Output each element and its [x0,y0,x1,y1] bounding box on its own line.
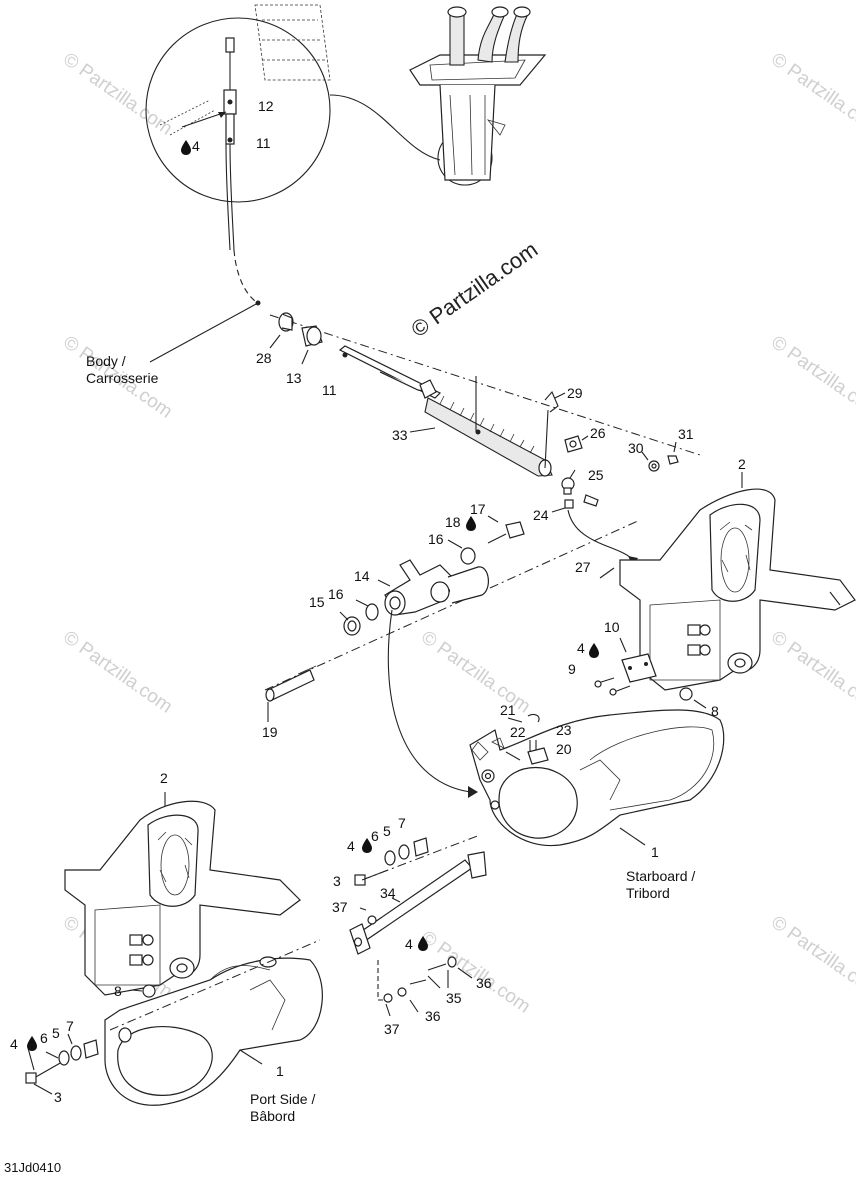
nozzle-starboard [469,709,725,847]
callout-2: 2 [160,770,168,786]
callout-34: 34 [380,885,396,901]
plate-10 [621,653,657,683]
callout-5: 5 [52,1025,60,1041]
callout-20: 20 [556,741,572,757]
callout-37: 37 [384,1021,400,1037]
callout-7: 7 [398,815,406,831]
callout-26: 26 [590,425,606,441]
lubricant-drop-icon [589,643,599,658]
nut-13 [301,325,323,347]
callout-1: 1 [276,1063,284,1079]
bolt-17 [487,521,525,544]
throttle-lever-assembly [409,6,547,181]
callout-3: 3 [333,873,341,889]
watermark-text: © Partzilla.com [767,912,856,1003]
diagram-code: 31Jd0410 [4,1160,61,1175]
callout-25: 25 [588,467,604,483]
callout-7: 7 [66,1018,74,1034]
watermark-text: © Partzilla.com [417,927,534,1018]
screws-9 [594,677,631,696]
lubricant-drop-icon [418,936,428,951]
callout-31: 31 [678,426,694,442]
callout-16: 16 [428,531,444,547]
callout-22: 22 [510,724,526,740]
watermark-text: © Partzilla.com [767,49,856,140]
callout-6: 6 [371,828,379,844]
callout-4: 4 [192,138,200,154]
cable-detail-inset [145,4,331,251]
callout-10: 10 [604,619,620,635]
pin-24 [564,499,574,509]
bolt-stack-lower [25,1039,99,1084]
body-label-line2: Carrosserie [86,370,159,386]
pivot-pin-19 [265,665,317,702]
callout-1: 1 [651,844,659,860]
callout-4: 4 [347,838,355,854]
watermark-text: © Partzilla.com [767,627,856,718]
callout-23: 23 [556,722,572,738]
callout-4: 4 [10,1036,18,1052]
callout-19: 19 [262,724,278,740]
callout-8: 8 [711,703,719,719]
callout-8: 8 [114,983,122,999]
bushing-16 [460,547,476,565]
callout-27: 27 [575,559,591,575]
starboard-label-line2: Tribord [626,885,670,901]
block-20 [527,747,549,765]
watermark-text: © Partzilla.com [417,627,534,718]
callout-16: 16 [328,586,344,602]
axle-34 [349,851,487,955]
callout-3: 3 [54,1089,62,1105]
ball-joint-25 [561,477,575,495]
callout-18: 18 [445,514,461,530]
callout-36: 36 [425,1008,441,1024]
shift-cable [338,345,553,477]
callout-14: 14 [354,568,370,584]
callout-11: 11 [256,135,271,151]
body-label-line1: Body / [86,353,126,369]
callout-12: 12 [258,98,274,114]
callout-5: 5 [383,823,391,839]
callout-28: 28 [256,350,272,366]
callout-30: 30 [628,440,644,456]
callout-6: 6 [40,1030,48,1046]
callout-29: 29 [567,385,583,401]
callout-15: 15 [309,594,325,610]
watermark-text: © Partzilla.com [59,627,176,718]
starboard-label-line1: Starboard / [626,868,695,884]
callout-13: 13 [286,370,302,386]
callout-11: 11 [322,382,337,398]
port-label-line1: Port Side / [250,1091,315,1107]
callout-33: 33 [392,427,408,443]
nozzle-port [104,956,323,1106]
port-label-line2: Bâbord [250,1108,295,1124]
lubricant-drop-icon [181,140,191,155]
callout-35: 35 [446,990,462,1006]
clip-21 [527,713,540,723]
main-watermark: © Partzilla.com [407,237,543,343]
callout-37: 37 [332,899,348,915]
steering-bracket-left [64,800,301,996]
lubricant-drop-icon [27,1036,37,1051]
retainer-26 [564,435,583,453]
lubricant-drop-icon [466,516,476,531]
callout-labels: 12 11 4 Body / Carrosserie 28 13 11 33 2… [4,98,746,1175]
callout-21: 21 [500,702,516,718]
callout-24: 24 [533,507,549,523]
watermark-text: © Partzilla.com [767,332,856,423]
watermark-text: © Partzilla.com [59,49,176,140]
washer-15 [343,616,361,636]
lubricant-drop-icon [362,838,372,853]
callout-17: 17 [470,501,486,517]
steering-bracket-right [619,488,856,691]
washer-16 [365,603,379,621]
callout-4: 4 [577,640,585,656]
callout-2: 2 [738,456,746,472]
bushing-28 [278,312,294,332]
callout-4: 4 [405,936,413,952]
callout-9: 9 [568,661,576,677]
callout-36: 36 [476,975,492,991]
lever-14 [384,559,489,616]
